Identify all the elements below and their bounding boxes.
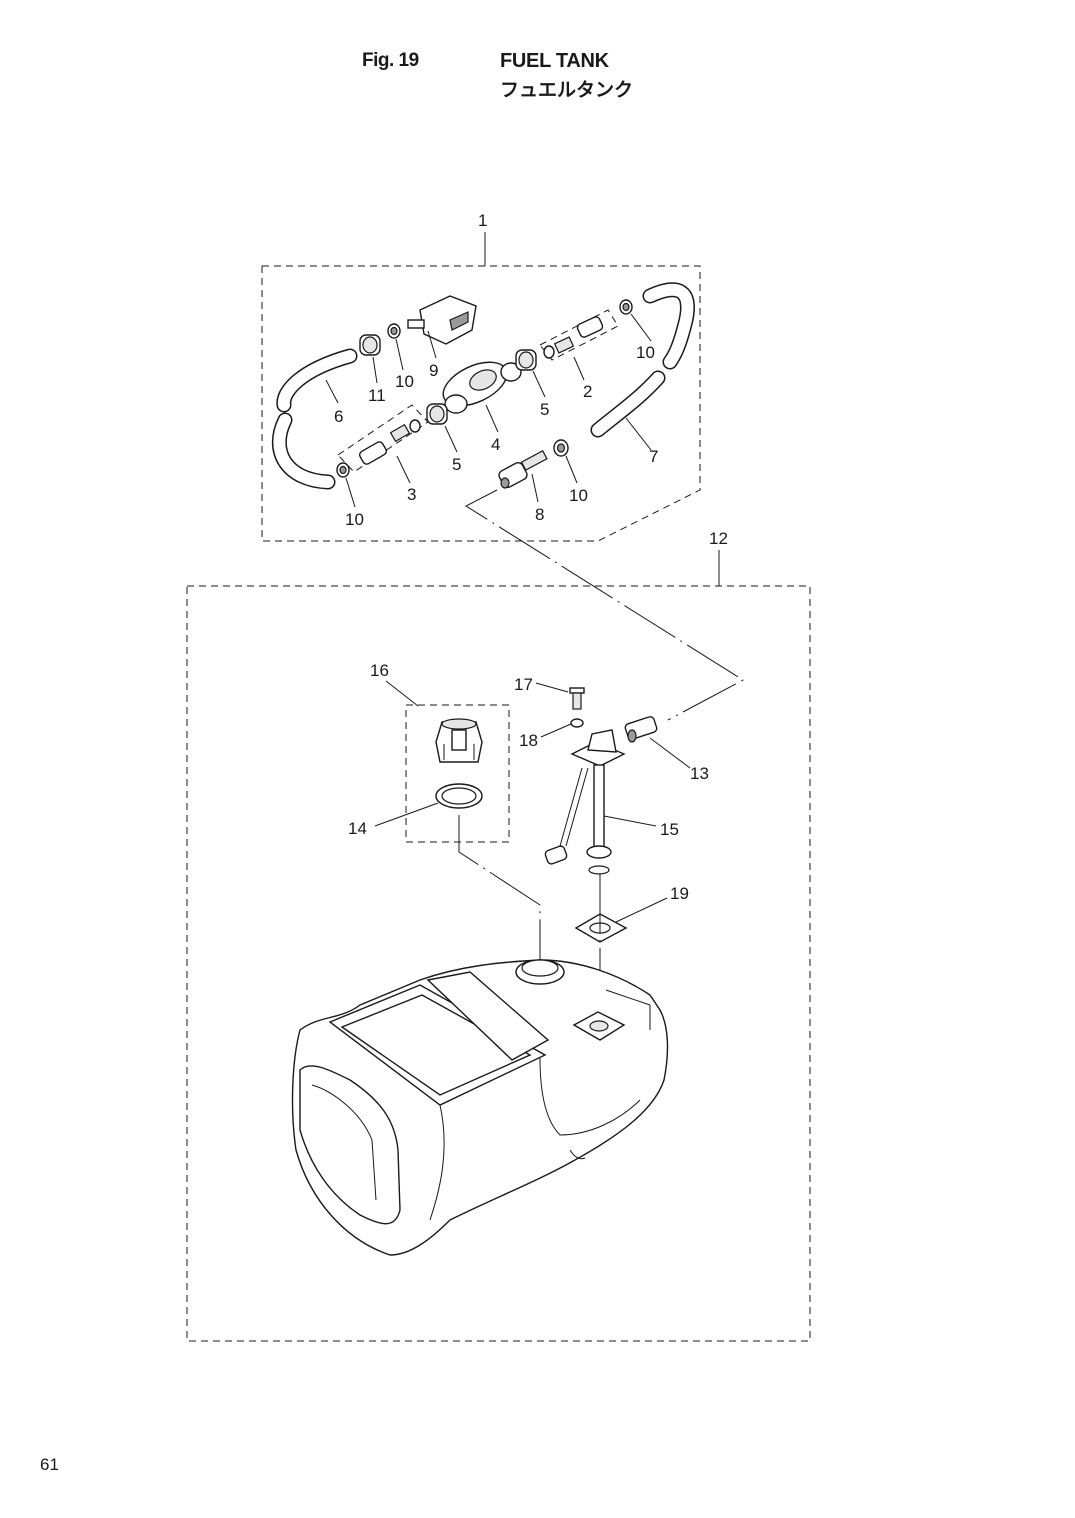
cap-assembly-part-16: [405, 704, 510, 843]
fuel-tank-body: [291, 959, 669, 1256]
callouts: 1 6 11 10 9 2 5 4 5 3 10 10 7 10 8 12 16…: [334, 211, 728, 903]
washer-part-18: [570, 718, 584, 728]
callout-19: 19: [670, 884, 689, 903]
callout-15: 15: [660, 820, 679, 839]
callout-10: 10: [569, 486, 588, 505]
fitting-part-13: [624, 716, 658, 743]
hose-right: [590, 282, 695, 438]
callout-7: 7: [649, 447, 658, 466]
primer-bulb-part-4: [442, 361, 522, 414]
callout-4: 4: [491, 435, 500, 454]
tank-assembly-boundary: [186, 550, 811, 1342]
hose-left: [271, 348, 358, 490]
page-number: 61: [40, 1455, 59, 1474]
callout-9: 9: [429, 361, 438, 380]
callout-2: 2: [583, 382, 592, 401]
clip-part-10-lower-left: [336, 462, 350, 478]
callout-16: 16: [370, 661, 389, 680]
gasket-part-19: [574, 913, 628, 943]
callout-1: 1: [478, 211, 487, 230]
clamp-part-5-lower: [426, 403, 448, 425]
callout-11: 11: [368, 386, 386, 405]
clip-part-10-upper-right: [619, 299, 633, 315]
callout-10: 10: [345, 510, 364, 529]
callout-8: 8: [535, 505, 544, 524]
valve-part-2: [539, 309, 619, 361]
connection-line-cap-to-filler: [458, 815, 541, 960]
callout-6: 6: [334, 407, 343, 426]
leader-lines: [325, 313, 691, 923]
page-title-japanese: フュエルタンク: [500, 79, 634, 101]
connection-line-hose-to-fitting: [464, 489, 744, 721]
callout-3: 3: [407, 485, 416, 504]
clip-part-10-upper-left: [387, 323, 401, 339]
o-ring-part-14: [435, 783, 483, 809]
hose-assembly-boundary: [261, 232, 701, 542]
connector-part-8: [498, 450, 548, 489]
valve-part-3: [337, 404, 429, 473]
figure-label: Fig. 19: [362, 50, 419, 71]
callout-13: 13: [690, 764, 709, 783]
clip-part-10-lower-middle: [553, 439, 569, 457]
callout-10: 10: [395, 372, 414, 391]
screw-part-17: [569, 687, 585, 710]
gauge-unit-part-15: [544, 729, 626, 875]
page-title: FUEL TANK: [500, 50, 609, 72]
connector-part-9: [407, 295, 477, 345]
callout-5: 5: [452, 455, 461, 474]
callout-14: 14: [348, 819, 367, 838]
callout-12: 12: [709, 529, 728, 548]
callout-5: 5: [540, 400, 549, 419]
clamp-part-11: [359, 334, 381, 356]
callout-18: 18: [519, 731, 538, 750]
callout-17: 17: [514, 675, 533, 694]
callout-10: 10: [636, 343, 655, 362]
clamp-part-5-upper: [515, 349, 537, 371]
